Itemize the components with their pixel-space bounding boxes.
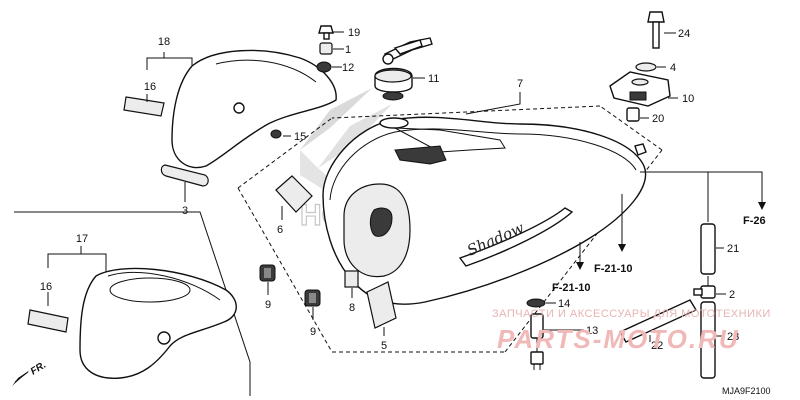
part-bolt-24 bbox=[647, 11, 665, 49]
watermark: ЗАПЧАСТИ И АКСЕССУАРЫ ДЛЯ МОТОТЕХНИКИ PA… bbox=[492, 308, 771, 354]
callout-3: 3 bbox=[182, 205, 188, 217]
part-washer-4 bbox=[635, 62, 657, 72]
reference-f21-10-lower: F-21-10 bbox=[552, 282, 591, 294]
callout-8: 8 bbox=[349, 302, 355, 314]
callout-5: 5 bbox=[381, 340, 387, 352]
callout-14: 14 bbox=[558, 298, 570, 310]
callout-23: 23 bbox=[727, 331, 739, 343]
part-pad-8 bbox=[344, 270, 359, 288]
part-bracket-10 bbox=[609, 71, 671, 107]
callout-15: 15 bbox=[294, 131, 306, 143]
part-sensor-13 bbox=[530, 313, 544, 370]
callout-9-right: 9 bbox=[310, 326, 316, 338]
part-hose-23 bbox=[700, 301, 716, 379]
callout-12: 12 bbox=[342, 62, 354, 74]
part-pad-6 bbox=[275, 175, 313, 213]
callout-10: 10 bbox=[682, 93, 694, 105]
part-front-cover-lower bbox=[27, 267, 237, 379]
part-collar-1 bbox=[319, 42, 333, 55]
front-direction-label: FR. bbox=[29, 360, 48, 378]
part-joint-2 bbox=[693, 285, 716, 299]
callout-17: 17 bbox=[76, 233, 88, 245]
callout-19: 19 bbox=[348, 27, 360, 39]
reference-f21-10-upper: F-21-10 bbox=[594, 263, 633, 275]
callout-11: 11 bbox=[428, 73, 439, 85]
front-direction-arrow-icon bbox=[12, 370, 30, 386]
watermark-subtitle: ЗАПЧАСТИ И АКСЕССУАРЫ ДЛЯ МОТОТЕХНИКИ bbox=[492, 308, 771, 320]
part-collar-20 bbox=[626, 107, 640, 122]
diagram-code: MJA9F2100 bbox=[722, 386, 771, 396]
callout-9-left: 9 bbox=[265, 299, 271, 311]
part-rubber-9a bbox=[259, 264, 276, 282]
part-pad-5 bbox=[366, 281, 397, 329]
callout-24: 24 bbox=[678, 28, 690, 40]
inset-frame bbox=[14, 211, 251, 396]
part-tube-21 bbox=[700, 223, 716, 275]
callout-4: 4 bbox=[670, 62, 676, 74]
part-hose-22 bbox=[618, 299, 698, 343]
callout-21: 21 bbox=[727, 243, 739, 255]
part-bolt-19 bbox=[318, 25, 334, 40]
part-fuel-tank: Shadow bbox=[322, 116, 647, 305]
callout-16-lower: 16 bbox=[40, 281, 52, 293]
callout-6: 6 bbox=[277, 224, 283, 236]
part-rear-cover-upper bbox=[123, 49, 337, 169]
callout-16-upper: 16 bbox=[144, 81, 156, 93]
callout-18: 18 bbox=[158, 36, 170, 48]
part-fuel-cap bbox=[374, 37, 433, 101]
watermark-brand: PARTS-MOTO.RU bbox=[497, 324, 740, 354]
reference-f26: F-26 bbox=[743, 215, 766, 227]
callout-2: 2 bbox=[729, 289, 735, 301]
part-seal-14 bbox=[526, 298, 546, 308]
callout-7: 7 bbox=[517, 78, 523, 90]
callout-22: 22 bbox=[651, 340, 663, 352]
part-trim-strip bbox=[160, 164, 209, 187]
part-grommet-12 bbox=[316, 61, 332, 73]
callout-13: 13 bbox=[586, 325, 598, 337]
part-rubber-9b bbox=[304, 289, 321, 307]
part-grommet-15 bbox=[270, 129, 282, 139]
callout-20: 20 bbox=[652, 113, 664, 125]
callout-1: 1 bbox=[345, 44, 351, 56]
